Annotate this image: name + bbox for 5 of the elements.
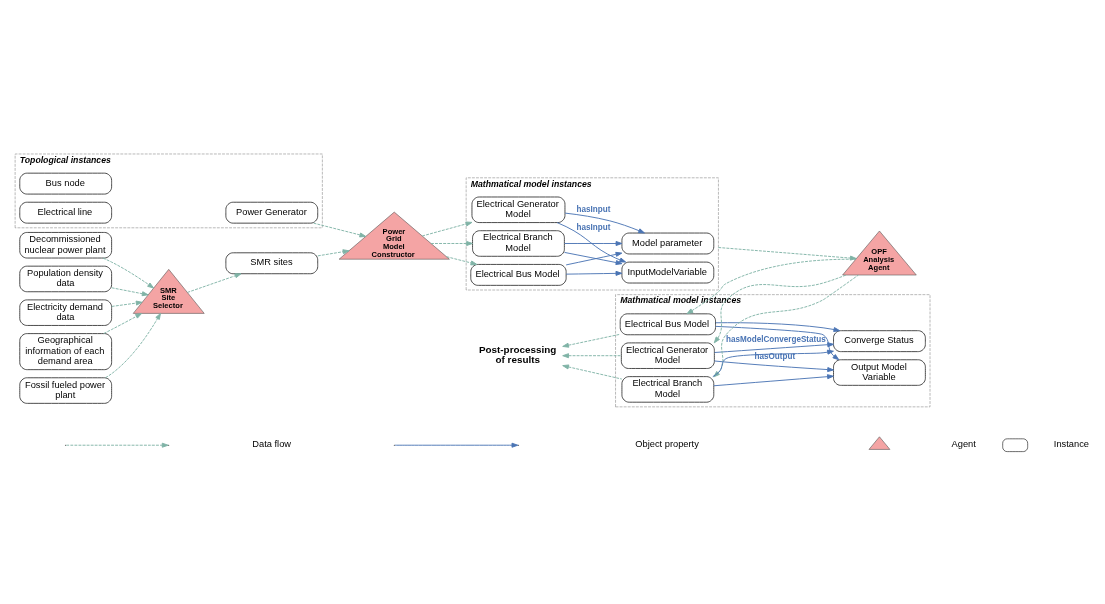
legend-label: Instance [1053,438,1089,449]
legend-label: Agent [951,438,976,449]
legend-label: Object property [635,438,699,449]
legend-label: Data flow [252,438,292,449]
node-text: Post-processing of results [478,343,557,365]
